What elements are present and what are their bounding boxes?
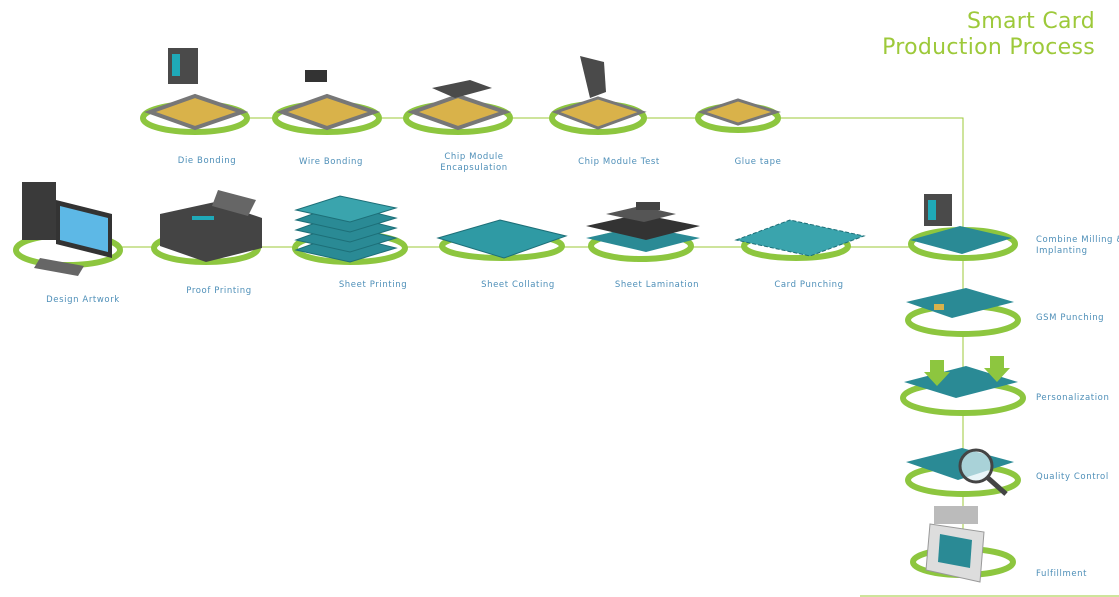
label-glue-tape: Glue tape bbox=[734, 157, 782, 167]
label-personalization: Personalization bbox=[1036, 393, 1110, 403]
gsm-punching-icon bbox=[906, 288, 1014, 318]
printer-icon bbox=[160, 190, 262, 262]
label-gsm-punching: GSM Punching bbox=[1036, 313, 1105, 323]
label-card-punching: Card Punching bbox=[774, 280, 844, 290]
label-combine-milling-1: Combine Milling & bbox=[1036, 235, 1119, 245]
label-sheet-printing: Sheet Printing bbox=[338, 280, 408, 290]
label-wire-bonding: Wire Bonding bbox=[299, 157, 363, 167]
sheet-lamination-icon bbox=[586, 202, 700, 252]
label-chip-module-encapsulation-1: Chip Module bbox=[444, 152, 504, 162]
quality-control-icon bbox=[906, 448, 1014, 496]
fulfillment-icon bbox=[925, 506, 985, 583]
die-bonding-icon bbox=[144, 48, 249, 131]
title-line-2: Production Process bbox=[882, 35, 1095, 60]
label-chip-module-test: Chip Module Test bbox=[578, 157, 660, 167]
card-punching-icon bbox=[734, 219, 866, 257]
glue-tape-icon bbox=[697, 98, 781, 126]
connector-lines bbox=[110, 117, 1119, 597]
label-chip-module-encapsulation-2: Encapsulation bbox=[440, 163, 508, 173]
chip-module-test-icon bbox=[551, 56, 647, 130]
label-quality-control: Quality Control bbox=[1036, 472, 1109, 482]
sheet-collating-icon bbox=[436, 219, 568, 259]
label-sheet-lamination: Sheet Lamination bbox=[614, 280, 700, 290]
personalization-icon bbox=[904, 356, 1018, 398]
sheet-printing-icon bbox=[294, 195, 398, 263]
label-combine-milling-2: Implanting bbox=[1036, 246, 1088, 256]
title-line-1: Smart Card bbox=[966, 9, 1095, 34]
chip-module-encapsulation-icon bbox=[407, 80, 512, 131]
label-sheet-collating: Sheet Collating bbox=[481, 280, 555, 290]
label-design-artwork: Design Artwork bbox=[46, 295, 120, 305]
ring-ellipses bbox=[13, 101, 1026, 578]
label-proof-printing: Proof Printing bbox=[186, 286, 252, 296]
label-fulfillment: Fulfillment bbox=[1036, 569, 1088, 579]
computer-icon bbox=[22, 182, 112, 276]
label-die-bonding: Die Bonding bbox=[177, 156, 237, 166]
wire-bonding-icon bbox=[276, 70, 381, 131]
combine-milling-icon bbox=[910, 194, 1012, 254]
